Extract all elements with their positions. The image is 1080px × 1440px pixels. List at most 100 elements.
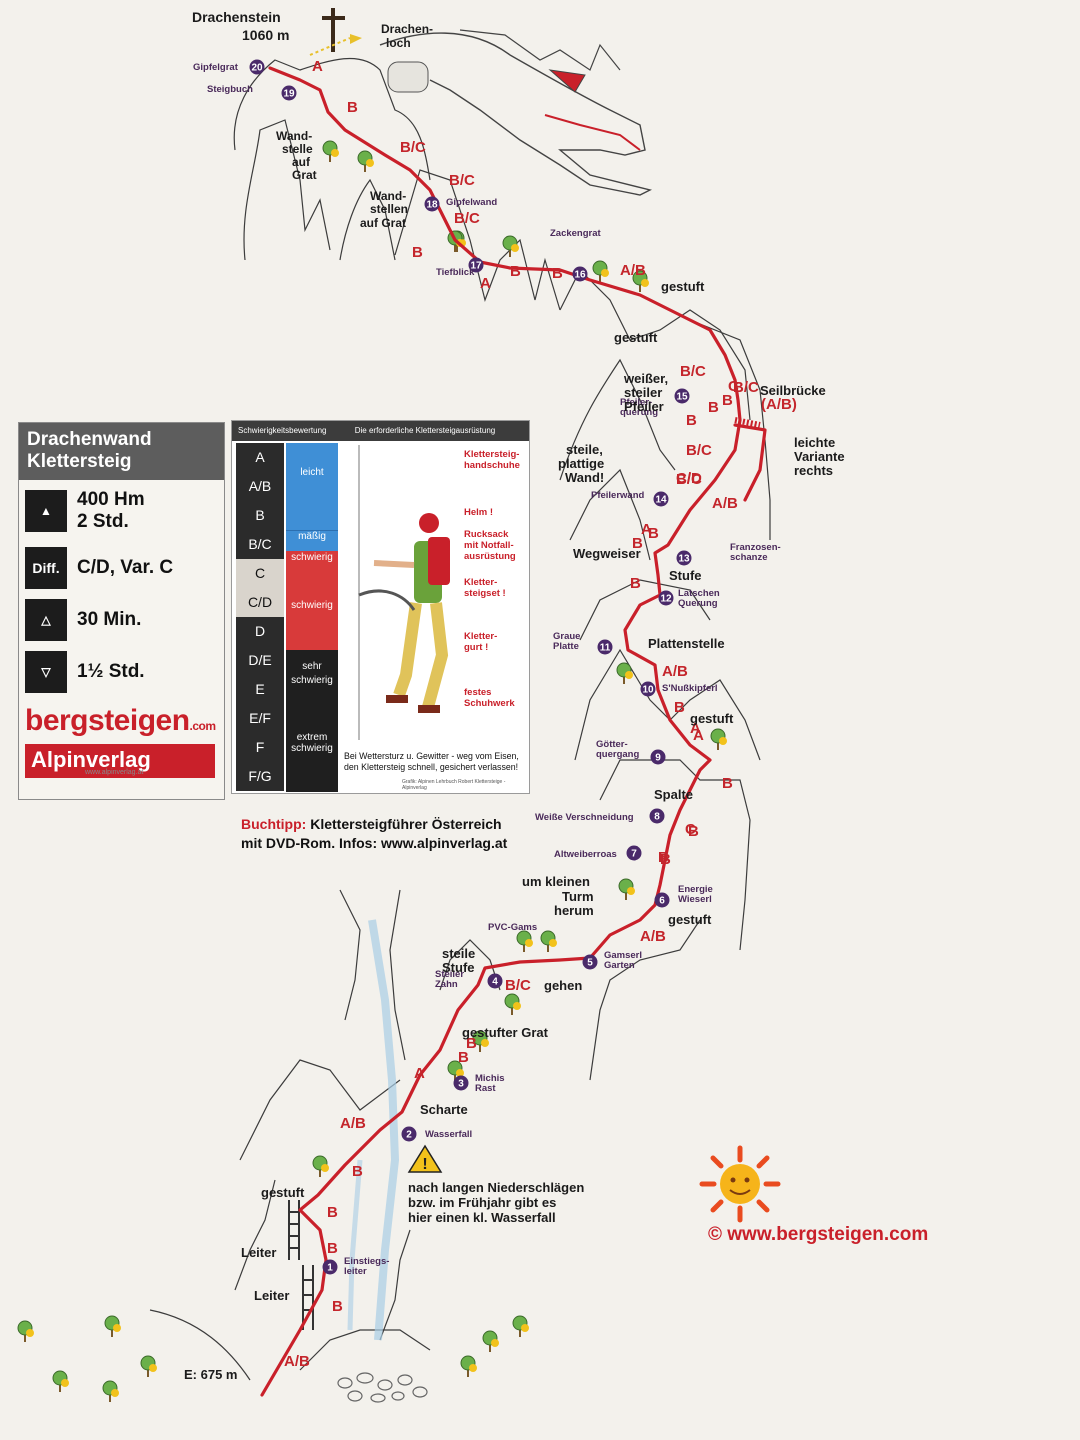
waypoint-9-name-2: quergang bbox=[596, 749, 639, 760]
label-wand-3: Wand! bbox=[565, 470, 604, 485]
grade-c-d: C/D bbox=[236, 588, 284, 617]
waypoint-11-name-2: Platte bbox=[553, 641, 579, 652]
route-grade-label: A bbox=[312, 58, 323, 75]
waypoint-2-dot bbox=[401, 1126, 417, 1142]
waypoint-10-name: S'Nußkipferl bbox=[662, 683, 718, 694]
route-grade-label: B/C bbox=[733, 379, 759, 396]
waterfall-note-2: bzw. im Frühjahr gibt es bbox=[408, 1195, 556, 1210]
summit-name: Drachenstein bbox=[192, 9, 281, 25]
waypoint-4-name: Steiler bbox=[435, 969, 464, 980]
waypoint-15-dot bbox=[674, 388, 690, 404]
ladder-icons bbox=[288, 1200, 314, 1330]
route-grade-label: B bbox=[722, 775, 733, 792]
legend-pack-1: Rucksack bbox=[464, 529, 509, 540]
route-grade-label: B/C bbox=[680, 363, 706, 380]
route-grade-label: A/B bbox=[662, 663, 688, 680]
scale-extreme-label-2: schwierig bbox=[291, 743, 333, 754]
waypoint-12-name-2: Querung bbox=[678, 598, 718, 609]
waypoint-10: 10 bbox=[640, 681, 656, 697]
waypoint-3-dot bbox=[453, 1075, 469, 1091]
route-grade-labels: A/BBBBBA/BABBB/CA/BBBABCBBABA/BBB/CBABC/… bbox=[284, 58, 759, 1370]
waypoint-16: 16 bbox=[572, 266, 588, 282]
book-tip: Buchtipp: Klettersteigführer Österreich … bbox=[241, 815, 507, 853]
scale-very-label-2: schwierig bbox=[291, 675, 333, 686]
waypoint-9-dot bbox=[650, 749, 666, 765]
waypoint-8: 8 bbox=[649, 808, 665, 824]
waypoint-20-number: 20 bbox=[251, 63, 263, 74]
waypoint-16-dot bbox=[572, 266, 588, 282]
hiker-up-icon: △ bbox=[25, 599, 67, 641]
climber-illustration bbox=[358, 445, 450, 740]
panel-header-left: Schwierigkeitsbewertung bbox=[238, 426, 327, 435]
waypoint-19-name: Steigbuch bbox=[207, 84, 253, 95]
grade-f: F bbox=[255, 739, 265, 755]
waypoint-20-dot bbox=[249, 59, 265, 75]
legend-helmet: Helm ! bbox=[464, 507, 494, 518]
waypoint-13-name: Franzosen- bbox=[730, 542, 781, 553]
route-grade-label: A/B bbox=[620, 262, 646, 279]
route-grade-label: B bbox=[632, 535, 643, 552]
label-gestuft-2: gestuft bbox=[668, 912, 712, 927]
waypoint-15-number: 15 bbox=[676, 392, 688, 403]
book-tip-title: Klettersteigführer Österreich bbox=[310, 816, 502, 832]
waypoint-16-name: Zackengrat bbox=[550, 228, 602, 239]
label-wand: steile, bbox=[566, 442, 603, 457]
label-wegweiser: Wegweiser bbox=[573, 546, 641, 561]
climber-icon: ▲ bbox=[25, 490, 67, 532]
grade-a: A bbox=[255, 449, 265, 465]
waypoint-7-number: 7 bbox=[631, 849, 637, 860]
hiker-down-icon: ▽ bbox=[25, 651, 67, 693]
panel-header: Schwierigkeitsbewertung Die erforderlich… bbox=[232, 421, 529, 441]
dragon-illustration bbox=[379, 29, 653, 196]
rock-outlines bbox=[149, 57, 771, 1381]
waypoint-15: 15 bbox=[674, 388, 690, 404]
label-gestuft-4: gestuft bbox=[661, 279, 705, 294]
warning-icon: ! bbox=[407, 1144, 443, 1173]
label-steile-stufe: Stufe bbox=[442, 960, 475, 975]
legend-set-1: Kletter- bbox=[464, 577, 498, 588]
label-stufe-2: Stufe bbox=[669, 568, 702, 583]
route-grade-label: B/C bbox=[686, 442, 712, 459]
route-title-line-2: Klettersteig bbox=[27, 451, 132, 472]
waypoint-4-name-2: Zahn bbox=[435, 979, 458, 990]
legend-gloves: Klettersteig-handschuhe bbox=[464, 449, 520, 471]
cave-label: Drachen- bbox=[381, 22, 433, 36]
scale-moderate: mäßig bbox=[286, 530, 338, 551]
waypoint-19: 19 bbox=[281, 85, 297, 101]
waypoint-20-name: Gipfelgrat bbox=[193, 62, 239, 73]
legend-pack-3: ausrüstung bbox=[464, 551, 516, 562]
waypoint-14-dot bbox=[653, 491, 669, 507]
scale-very-label-1: sehr bbox=[302, 661, 322, 672]
waypoint-2-name: Wasserfall bbox=[425, 1129, 472, 1140]
route-grade-label: A bbox=[693, 727, 704, 744]
label-gestuft-5: gestuft bbox=[614, 330, 658, 345]
route-grade-label: A/B bbox=[340, 1115, 366, 1132]
waypoint-16-number: 16 bbox=[574, 270, 586, 281]
weather-warning: Bei Wettersturz u. Gewitter - weg vom Ei… bbox=[344, 751, 519, 772]
label-wandstellen-3: auf Grat bbox=[360, 216, 406, 230]
waypoint-5-name-2: Garten bbox=[604, 960, 635, 971]
difficulty-row: Diff. C/D, Var. C bbox=[19, 542, 224, 594]
waypoint-13-name-2: schanze bbox=[730, 552, 768, 563]
route-grade-label: B bbox=[552, 265, 563, 282]
waypoint-6-dot bbox=[654, 892, 670, 908]
waypoint-9-number: 9 bbox=[655, 753, 661, 764]
waypoint-12: 12 bbox=[658, 590, 674, 606]
descent-row: ▽ 1½ Std. bbox=[19, 646, 224, 698]
copyright-url[interactable]: © www.bergsteigen.com bbox=[708, 1224, 929, 1245]
waypoint-4: 4 bbox=[487, 973, 503, 989]
cave-label-2: loch bbox=[386, 36, 411, 50]
waypoint-4-number: 4 bbox=[492, 977, 498, 988]
legend-pack-2: mit Notfall- bbox=[464, 540, 514, 551]
waypoint-10-dot bbox=[640, 681, 656, 697]
waypoint-5: 5 bbox=[582, 954, 598, 970]
legend-set: Kletter-steigset ! bbox=[464, 577, 506, 599]
waypoint-3-name: Michis bbox=[475, 1073, 505, 1084]
summit-cross bbox=[309, 8, 362, 56]
scale-extreme-label-1: extrem bbox=[296, 732, 328, 743]
grade-b-c: B/C bbox=[248, 536, 272, 552]
label-wandstelle-2: stelle bbox=[282, 142, 313, 156]
waterfall-note-1: nach langen Niederschlägen bbox=[408, 1180, 584, 1195]
